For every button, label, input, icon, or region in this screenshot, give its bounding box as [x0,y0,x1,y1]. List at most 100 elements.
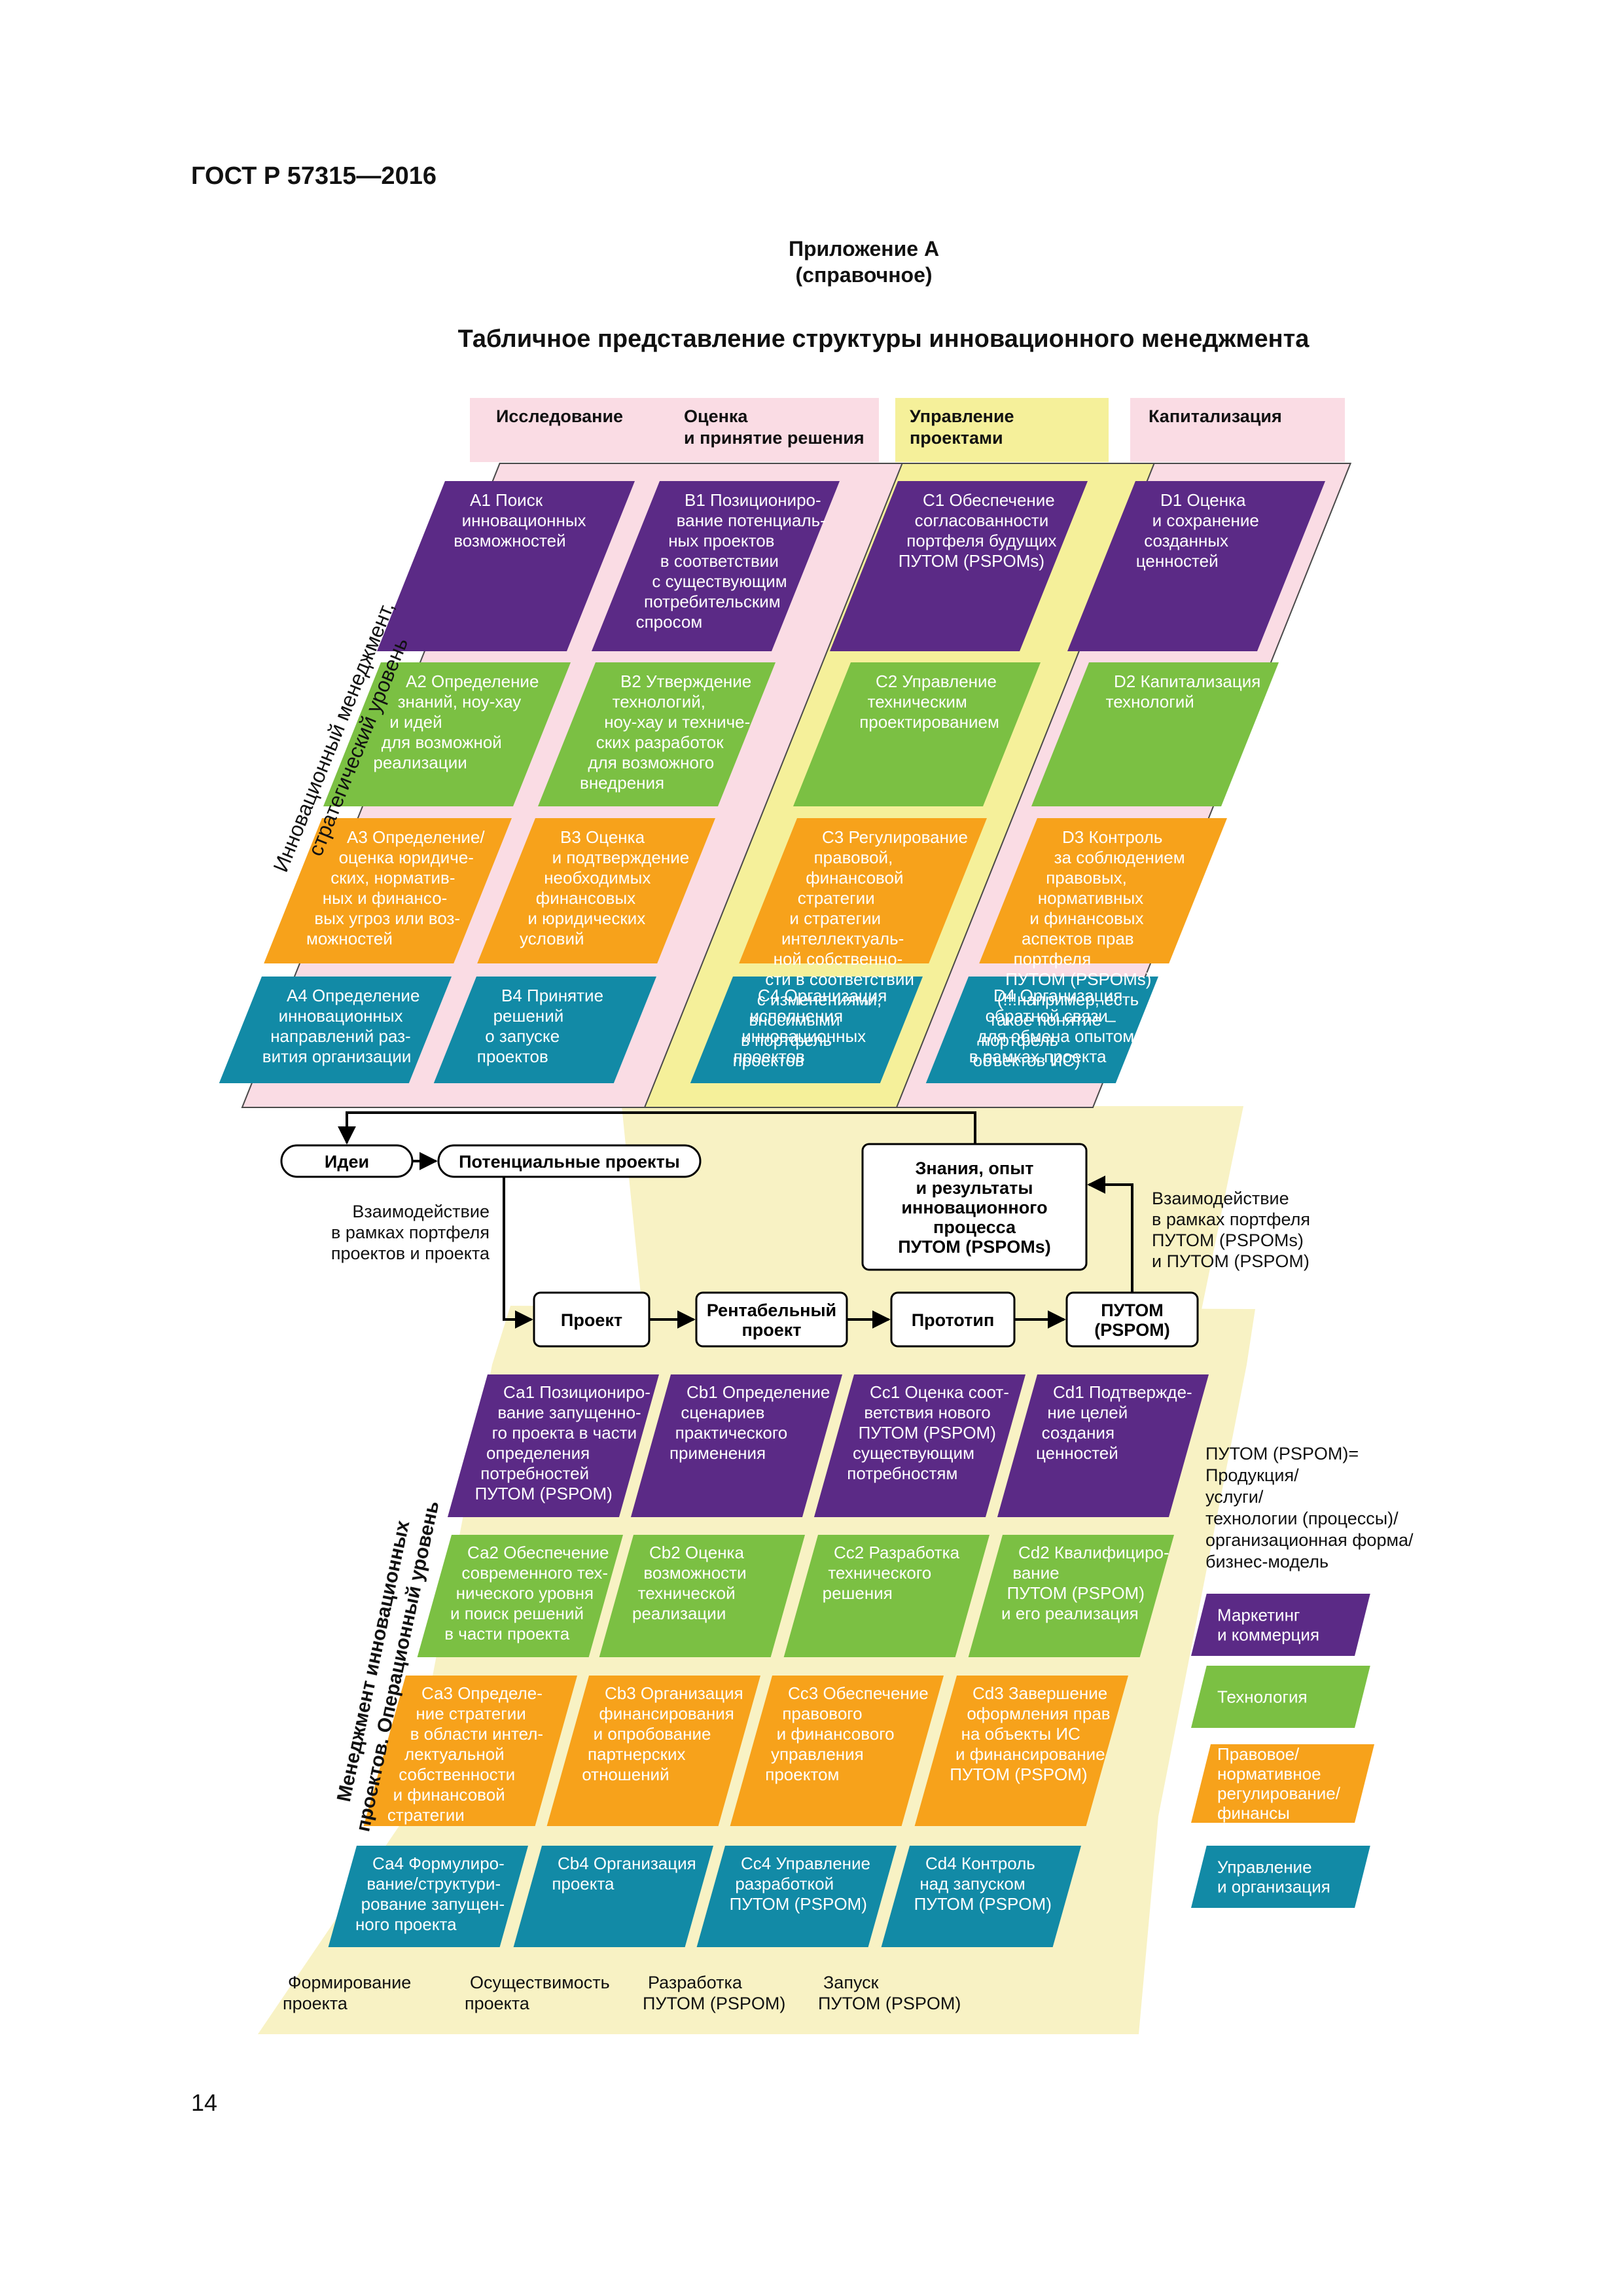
cell-b1 [592,481,840,651]
cell-ca4 [328,1846,528,1947]
cell-d4 [925,977,1158,1083]
cell-cc4 [696,1846,897,1947]
cell-ca1-text: Са1 Позициониро-вание запущенно-го проек… [475,1382,651,1503]
legend-swatch-management [1191,1846,1370,1908]
cell-c2 [793,662,1041,806]
cell-cd2 [968,1535,1174,1657]
legend-label-technology: Технология [1217,1687,1308,1707]
cell-c3 [739,818,987,963]
cell-cc1 [813,1374,1026,1517]
legend-definition: ПУТОМ (PSPOM)=Продукция/услуги/технологи… [1205,1444,1414,1571]
cell-b2 [538,662,776,806]
cell-ca3 [363,1676,577,1826]
cell-ca2 [417,1535,623,1657]
prototype-box-text: Прототип [912,1310,995,1330]
header-band-c [895,398,1109,462]
document-code: ГОСТ Р 57315—2016 [191,162,437,190]
cell-d3 [979,818,1227,963]
cell-c4 [690,977,923,1083]
cell-cb2 [599,1535,805,1657]
cell-a4 [219,977,452,1083]
potential-to-project-arrow [503,1177,533,1329]
feedback-arrow [338,1111,976,1145]
cell-d2 [1031,662,1279,806]
cell-a1 [377,481,635,651]
cell-cb4 [513,1846,713,1947]
header-band-ab [470,398,879,462]
pspom-box-text: ПУТОМ(PSPOM) [1094,1300,1170,1340]
cell-b3 [477,818,715,963]
legend-swatch-technology [1191,1666,1370,1728]
cell-a3 [264,818,512,963]
cell-cd4 [881,1846,1081,1947]
annex-type: (справочное) [795,263,933,287]
cell-cd3 [914,1676,1128,1826]
cell-a3-text: А3 Определение/оценка юридиче-ских, норм… [306,827,485,948]
cell-ca4-text: Са4 Формулиро-вание/структури-рование за… [355,1854,505,1934]
cell-cd1 [997,1374,1209,1517]
potential-projects-box-text: Потенциальные проекты [459,1152,680,1172]
legend-swatch-legal [1191,1744,1374,1823]
cell-cc2 [783,1535,990,1657]
cell-cb1 [630,1374,842,1517]
figure-title: Табличное представление структуры иннова… [457,325,1310,353]
column-header-research: Исследование [496,406,623,426]
header-band-d [1130,398,1345,462]
cell-a2 [323,662,571,806]
cell-cb3 [546,1676,760,1826]
cell-b1-text: В1 Позициониро-вание потенциаль-ных прое… [636,490,826,632]
cell-cc3 [730,1676,944,1826]
project-box-text: Проект [561,1310,622,1330]
cell-d1 [1067,481,1325,651]
cell-b4 [433,977,656,1083]
legend-swatch-marketing [1191,1594,1370,1656]
potential-projects-box [437,1144,702,1178]
cell-c1 [830,481,1088,651]
cell-ca1 [447,1374,659,1517]
ideas-box-text: Идеи [325,1152,369,1172]
column-header-capitalization: Капитализация [1149,406,1282,426]
annex-title: Приложение А [788,237,940,260]
